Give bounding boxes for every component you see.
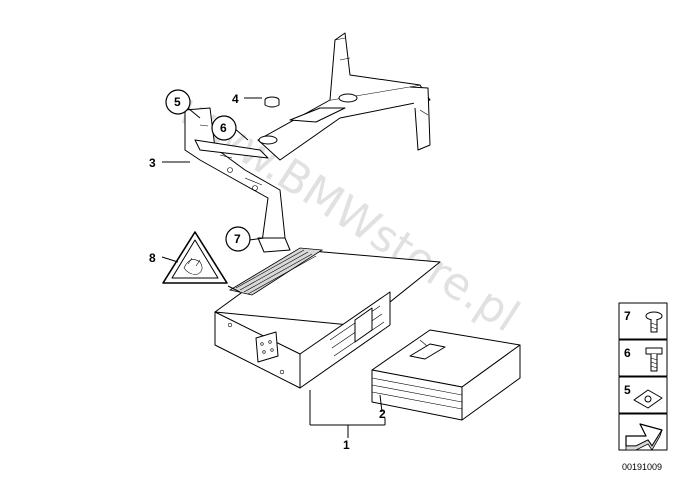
callout-1[interactable]: 1 (343, 438, 350, 452)
svg-text:6: 6 (220, 121, 227, 135)
legend-item-arrow[interactable] (618, 413, 668, 451)
callout-4[interactable]: 4 (232, 92, 239, 106)
warning-label (162, 231, 228, 284)
screw-icon (645, 311, 663, 333)
legend-item-6[interactable]: 6 (618, 339, 668, 377)
cd-magazine (371, 329, 521, 421)
arrow-icon (625, 423, 663, 451)
svg-text:2: 2 (379, 407, 386, 421)
svg-text:5: 5 (174, 95, 181, 109)
mounting-bracket (184, 32, 431, 253)
callout-3[interactable]: 3 (149, 156, 156, 170)
nut-part (264, 96, 280, 108)
svg-text:3: 3 (149, 156, 156, 170)
callout-5[interactable]: 5 (165, 89, 191, 115)
svg-text:5: 5 (624, 383, 631, 397)
bolt-icon (645, 347, 663, 372)
cd-changer (214, 247, 441, 389)
svg-text:1: 1 (343, 438, 350, 452)
svg-text:4: 4 (232, 92, 239, 106)
callout-8[interactable]: 8 (149, 251, 156, 265)
legend-item-7[interactable]: 7 (618, 302, 668, 340)
callout-2[interactable]: 2 (379, 407, 386, 421)
svg-text:6: 6 (624, 346, 631, 360)
legend-panel: 7 6 5 (618, 302, 668, 472)
callout-6[interactable]: 6 (211, 115, 237, 141)
svg-text:7: 7 (234, 232, 241, 246)
clip-nut-icon (633, 389, 663, 409)
svg-text:8: 8 (149, 251, 156, 265)
legend-item-5[interactable]: 5 (618, 376, 668, 414)
callout-7[interactable]: 7 (225, 226, 251, 252)
svg-text:7: 7 (624, 309, 631, 323)
document-number: 00191009 (622, 462, 662, 472)
